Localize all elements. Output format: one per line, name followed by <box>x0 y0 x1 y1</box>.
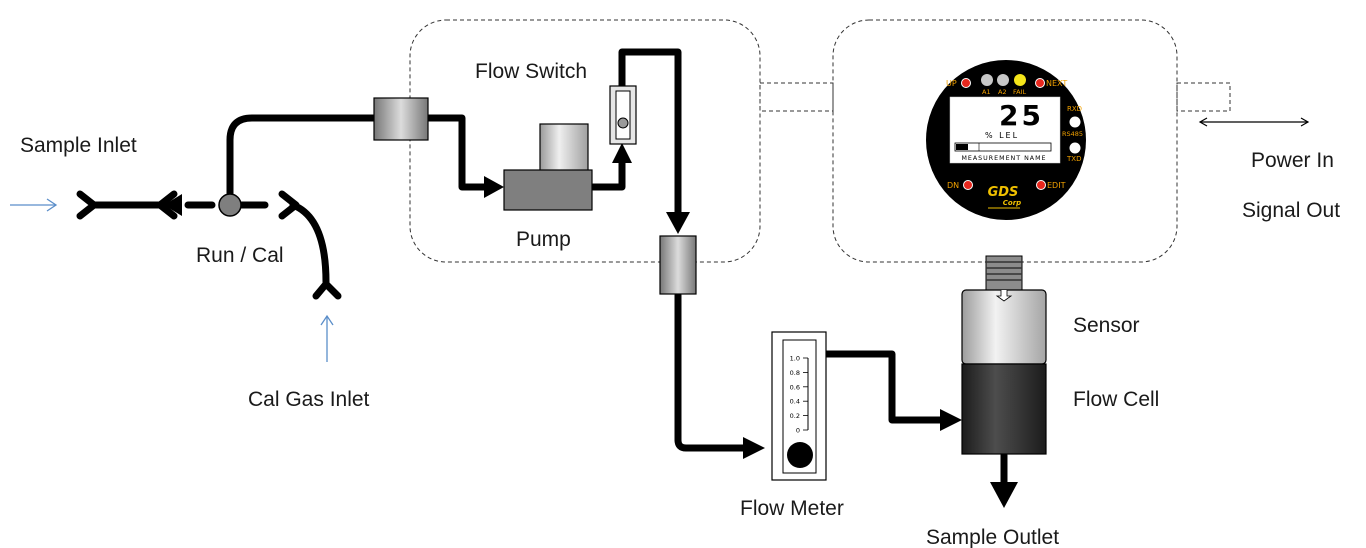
sample-outlet-label: Sample Outlet <box>926 526 1059 548</box>
sample-inlet-fitting <box>76 190 98 220</box>
gas-monitor: UP NEXT A1 A2 FAIL DN EDIT RXD RS485 TXD… <box>926 60 1086 220</box>
sensor-alignment-mark <box>995 290 1013 302</box>
sensor-thread-lines <box>986 261 1022 281</box>
pipe-to-pump <box>424 114 494 191</box>
up-led <box>961 78 971 88</box>
edit-led <box>1036 180 1046 190</box>
a2-label: A2 <box>998 88 1007 96</box>
cal-pipe <box>289 201 330 286</box>
pipe-pump-to-switch <box>589 156 626 191</box>
lcd-measurement-name: MEASUREMENT NAME <box>961 155 1046 162</box>
txd-led <box>1069 142 1081 154</box>
up-label: UP <box>946 79 957 88</box>
sensor-label: Sensor <box>1073 314 1140 337</box>
double-arrow-icon <box>1198 117 1310 127</box>
flow-meter-scale-label: 0.6 <box>790 383 800 391</box>
pipe-to-filter <box>226 114 378 198</box>
valve-right-fitting <box>278 190 300 220</box>
pipe-network <box>88 48 1008 488</box>
flow-switch-label: Flow Switch <box>475 60 587 83</box>
flow-switch-float <box>617 117 629 129</box>
arrowhead-left <box>164 194 182 216</box>
flow-meter-scale-label: 0.8 <box>790 369 800 377</box>
flow-meter-label: Flow Meter <box>740 497 844 520</box>
power-in-label: Power In <box>1251 149 1334 172</box>
flow-meter-scale-label: 0.2 <box>790 412 800 420</box>
pump-body <box>503 169 593 211</box>
arrowhead-down-filter <box>666 212 690 234</box>
lcd-unit: % LEL <box>985 131 1019 140</box>
edit-label: EDIT <box>1047 181 1066 190</box>
rs485-label: RS485 <box>1062 130 1083 138</box>
cable-gland <box>1176 82 1231 112</box>
flow-switch-window <box>615 90 631 140</box>
pipe-to-flowcell <box>822 350 950 424</box>
signal-out-label: Signal Out <box>1242 199 1340 222</box>
cal-inlet-fitting <box>312 280 342 300</box>
arrowhead-into-flowcell <box>940 409 962 431</box>
flow-meter-scale-label: 0 <box>796 427 800 435</box>
lcd-display <box>949 96 1061 164</box>
fail-label: FAIL <box>1013 88 1027 96</box>
brand-logo: GDS <box>988 185 1019 200</box>
a1-label: A1 <box>982 88 991 96</box>
fail-led <box>1014 74 1026 86</box>
flow-cell <box>961 363 1047 455</box>
run-cal-valve <box>218 193 242 217</box>
arrowhead-outlet <box>990 482 1018 508</box>
sample-inlet-label: Sample Inlet <box>20 134 137 157</box>
rxd-led <box>1069 116 1081 128</box>
next-label: NEXT <box>1046 79 1067 88</box>
pump-motor <box>539 123 589 173</box>
inline-filter <box>659 235 697 295</box>
a1-led <box>981 74 993 86</box>
lcd-bargraph <box>954 142 1052 152</box>
flow-meter-scale: 1.0 0.8 0.6 0.4 0.2 0 <box>790 355 808 435</box>
pipe-to-flowmeter <box>674 436 752 452</box>
brand-logo-sub: Corp <box>1003 199 1021 207</box>
sensor-thread <box>985 255 1023 291</box>
flow-meter-scale-label: 0.4 <box>790 398 800 406</box>
flow-cell-label: Flow Cell <box>1073 388 1159 411</box>
rxd-label: RXD <box>1067 105 1082 113</box>
valve-left-fitting <box>156 190 178 220</box>
pipe-switch-to-filter <box>618 48 682 222</box>
inlet-filter <box>373 97 429 141</box>
run-cal-label: Run / Cal <box>196 244 284 267</box>
arrowhead-up-switch <box>612 143 632 163</box>
arrowhead-into-flowmeter <box>743 437 765 459</box>
pump-label: Pump <box>516 228 571 251</box>
flow-meter-scale-label: 1.0 <box>790 355 800 363</box>
lcd-reading: 25 <box>999 99 1044 132</box>
cal-gas-inlet-label: Cal Gas Inlet <box>248 388 370 411</box>
dn-label: DN <box>947 181 959 190</box>
inlet-arrows <box>10 198 334 362</box>
inlet-fittings <box>76 190 342 300</box>
txd-label: TXD <box>1066 155 1081 163</box>
a2-led <box>997 74 1009 86</box>
flow-meter-ball <box>787 442 813 468</box>
monitor-labels: UP NEXT A1 A2 FAIL DN EDIT RXD RS485 TXD <box>946 79 1083 190</box>
dn-led <box>963 180 973 190</box>
monitor-enclosure <box>832 19 1178 263</box>
enclosure-connector <box>759 82 834 112</box>
next-led <box>1035 78 1045 88</box>
lcd-bargraph-fill <box>956 144 968 150</box>
pump-enclosure <box>409 19 761 263</box>
arrowhead-into-pump <box>484 176 504 198</box>
flow-arrowheads <box>164 143 1018 508</box>
